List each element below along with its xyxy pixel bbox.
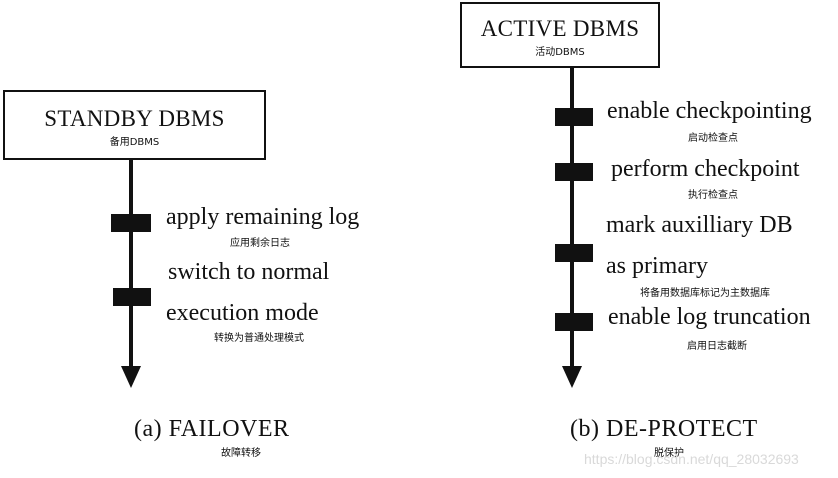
deprotect-step-marker-1 [555, 108, 593, 126]
standby-dbms-title: STANDBY DBMS [44, 106, 225, 131]
deprotect-step-3-label-line2: as primary [606, 253, 708, 279]
failover-timeline-arrowhead [121, 366, 141, 388]
deprotect-timeline-axis [570, 68, 574, 370]
deprotect-step-1-label: enable checkpointing [607, 98, 812, 124]
failover-step-1-label: apply remaining log [166, 204, 360, 230]
failover-step-marker-2 [113, 288, 151, 306]
failover-caption: (a) FAILOVER [134, 416, 290, 442]
active-dbms-subtitle: 活动DBMS [535, 47, 585, 58]
deprotect-step-2-label: perform checkpoint [611, 156, 800, 182]
deprotect-step-3-sublabel: 将备用数据库标记为主数据库 [640, 288, 770, 299]
deprotect-step-3-label-line1: mark auxilliary DB [606, 212, 793, 238]
deprotect-step-marker-4 [555, 313, 593, 331]
source-watermark: https://blog.csdn.net/qq_28032693 [584, 451, 799, 467]
deprotect-caption-sub: 脱保护 [654, 448, 684, 459]
failover-caption-sub: 故障转移 [221, 448, 261, 459]
deprotect-step-4-label: enable log truncation [608, 304, 811, 330]
deprotect-caption: (b) DE-PROTECT [570, 416, 758, 442]
active-dbms-title: ACTIVE DBMS [480, 16, 640, 41]
deprotect-step-marker-3 [555, 244, 593, 262]
standby-dbms-box: STANDBY DBMS 备用DBMS [3, 90, 266, 160]
active-dbms-box: ACTIVE DBMS 活动DBMS [460, 2, 660, 68]
deprotect-step-marker-2 [555, 163, 593, 181]
deprotect-step-2-sublabel: 执行检查点 [688, 190, 738, 201]
deprotect-step-4-sublabel: 启用日志截断 [687, 341, 747, 352]
deprotect-timeline-arrowhead [562, 366, 582, 388]
failover-step-marker-1 [111, 214, 151, 232]
failover-step-2-sublabel: 转换为普通处理模式 [214, 333, 304, 344]
failover-step-1-sublabel: 应用剩余日志 [230, 238, 290, 249]
failover-timeline-axis [129, 160, 133, 370]
standby-dbms-subtitle: 备用DBMS [109, 137, 160, 148]
deprotect-step-1-sublabel: 启动检查点 [688, 133, 738, 144]
failover-step-2-label-line1: switch to normal [168, 259, 330, 285]
failover-step-2-label-line2: execution mode [166, 300, 319, 326]
